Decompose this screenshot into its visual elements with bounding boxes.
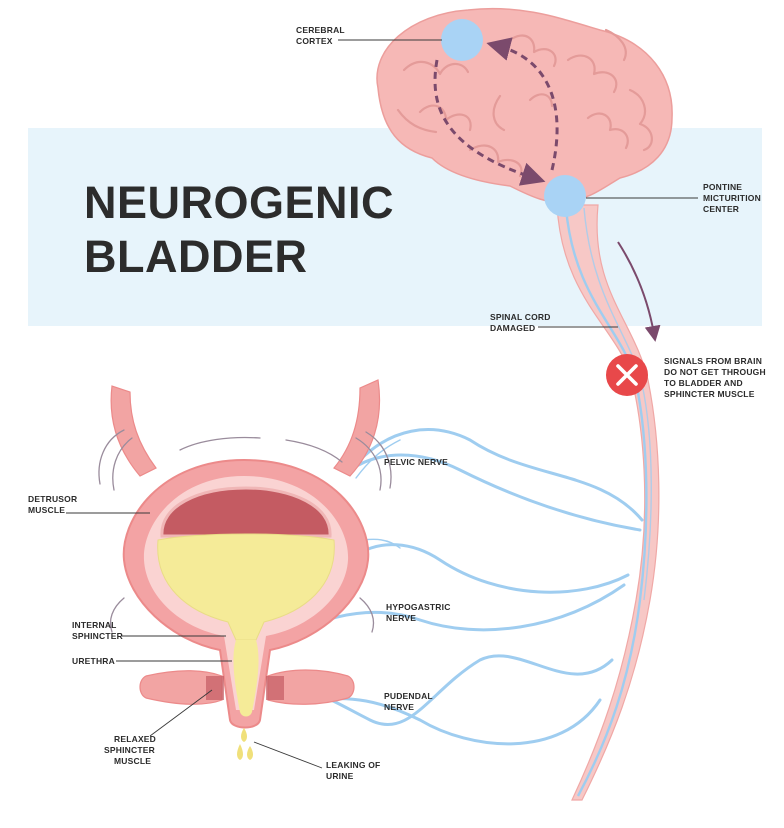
bladder-ripples	[98, 429, 392, 633]
svg-text:URETHRA: URETHRA	[72, 656, 115, 666]
left-ureter	[110, 385, 157, 477]
page-title-line-2: BLADDER	[84, 231, 308, 282]
svg-text:SIGNALS FROM BRAIN: SIGNALS FROM BRAIN	[664, 356, 762, 366]
external-sphincter-band	[139, 670, 223, 705]
label-pudendal: PUDENDAL NERVE	[384, 691, 433, 712]
label-relaxed-sphincter: RELAXED SPHINCTER MUSCLE	[104, 689, 213, 766]
page-title-line-1: NEUROGENIC	[84, 177, 394, 228]
svg-text:SPHINCTER MUSCLE: SPHINCTER MUSCLE	[664, 389, 755, 399]
label-pontine-center: PONTINE MICTURITION CENTER	[586, 182, 761, 214]
detrusor-layer	[160, 486, 332, 538]
cerebral-cortex-node	[441, 19, 483, 61]
label-detrusor: DETRUSOR MUSCLE	[28, 494, 150, 515]
svg-text:RELAXED: RELAXED	[114, 734, 156, 744]
label-urethra: URETHRA	[72, 656, 232, 666]
label-pelvic-nerve: PELVIC NERVE	[384, 457, 448, 467]
svg-text:PONTINE: PONTINE	[703, 182, 742, 192]
svg-text:DAMAGED: DAMAGED	[490, 323, 535, 333]
svg-text:SPINAL CORD: SPINAL CORD	[490, 312, 551, 322]
svg-text:CORTEX: CORTEX	[296, 36, 333, 46]
cortex-to-pontine-signal	[433, 59, 546, 186]
label-signals-blocked: SIGNALS FROM BRAIN DO NOT GET THROUGH TO…	[664, 356, 766, 399]
label-hypogastric: HYPOGASTRIC NERVE	[386, 602, 451, 623]
svg-text:HYPOGASTRIC: HYPOGASTRIC	[386, 602, 451, 612]
hypogastric-nerve-path	[360, 543, 630, 594]
pontine-center-node	[544, 175, 586, 217]
right-ureter	[333, 379, 381, 477]
label-internal-sphincter: INTERNAL SPHINCTER	[72, 620, 226, 641]
svg-text:DO NOT GET THROUGH: DO NOT GET THROUGH	[664, 367, 766, 377]
signal-arrow-icon	[617, 241, 661, 342]
label-leaking-urine: LEAKING OF URINE	[253, 741, 380, 781]
svg-text:CEREBRAL: CEREBRAL	[296, 25, 345, 35]
svg-text:DETRUSOR: DETRUSOR	[28, 494, 77, 504]
svg-text:SPHINCTER: SPHINCTER	[104, 745, 155, 755]
urine-fill	[157, 533, 335, 641]
svg-text:URINE: URINE	[326, 771, 354, 781]
svg-text:MUSCLE: MUSCLE	[28, 505, 65, 515]
svg-text:LEAKING OF: LEAKING OF	[326, 760, 380, 770]
urine-drops	[237, 728, 253, 760]
svg-text:PUDENDAL: PUDENDAL	[384, 691, 433, 701]
label-cerebral-cortex: CEREBRAL CORTEX	[296, 25, 442, 46]
pudendal-nerve-path	[294, 654, 614, 727]
svg-text:MICTURITION: MICTURITION	[703, 193, 761, 203]
svg-text:CENTER: CENTER	[703, 204, 739, 214]
svg-text:TO BLADDER AND: TO BLADDER AND	[664, 378, 743, 388]
svg-text:NERVE: NERVE	[384, 702, 414, 712]
label-spinal-cord: SPINAL CORD DAMAGED	[490, 312, 618, 333]
svg-text:MUSCLE: MUSCLE	[114, 756, 151, 766]
svg-text:INTERNAL: INTERNAL	[72, 620, 117, 630]
pontine-to-cortex-signal	[486, 37, 559, 171]
svg-text:NERVE: NERVE	[386, 613, 416, 623]
svg-text:PELVIC NERVE: PELVIC NERVE	[384, 457, 448, 467]
svg-text:SPHINCTER: SPHINCTER	[72, 631, 123, 641]
pelvic-nerve-path	[358, 428, 644, 522]
blocked-x-icon	[606, 354, 648, 396]
spinal-nerve-tract	[564, 207, 648, 797]
